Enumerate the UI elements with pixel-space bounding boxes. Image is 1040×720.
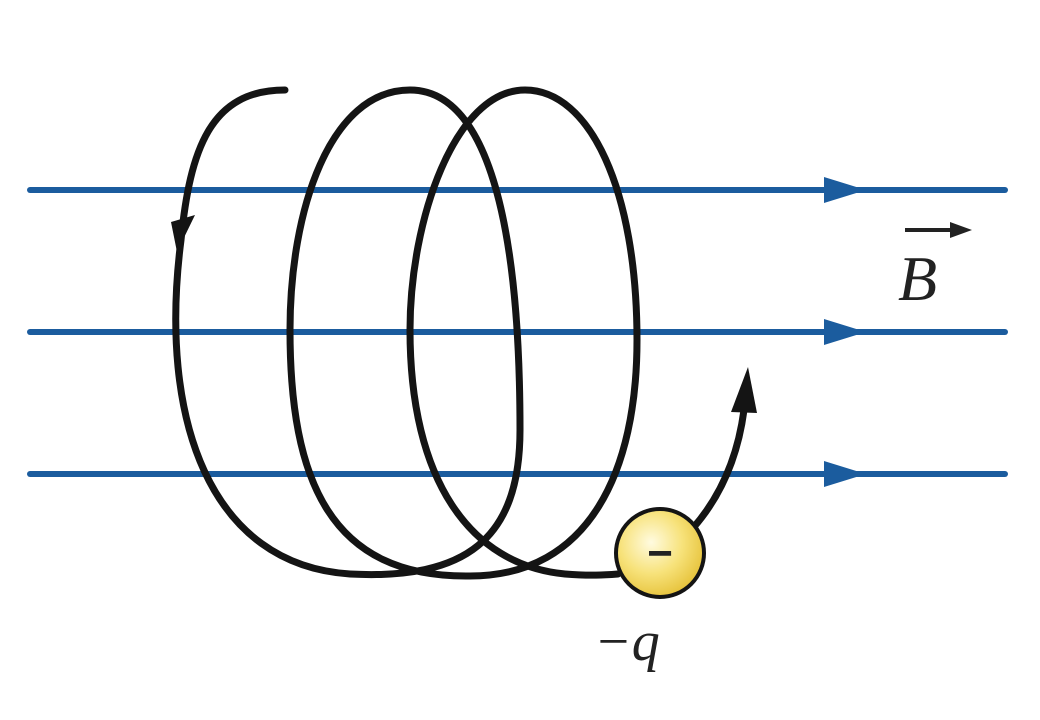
exit-trajectory [689, 406, 748, 532]
helix-direction-arrow-icon [171, 215, 195, 252]
exit-arrow-icon [731, 367, 757, 413]
labels: B −q [594, 222, 972, 673]
charge-label: −q [594, 611, 660, 673]
helix-trajectory [172, 86, 641, 580]
vector-arrow-icon [950, 222, 972, 238]
field-arrow-middle-icon [824, 319, 866, 345]
charge-circle [614, 507, 706, 599]
helical-path [171, 86, 757, 580]
charge-sign: − [647, 529, 673, 578]
field-label: B [898, 243, 937, 314]
negative-charge-particle: − [614, 507, 706, 599]
field-arrow-bottom-icon [824, 461, 866, 487]
field-arrow-top-icon [824, 177, 866, 203]
